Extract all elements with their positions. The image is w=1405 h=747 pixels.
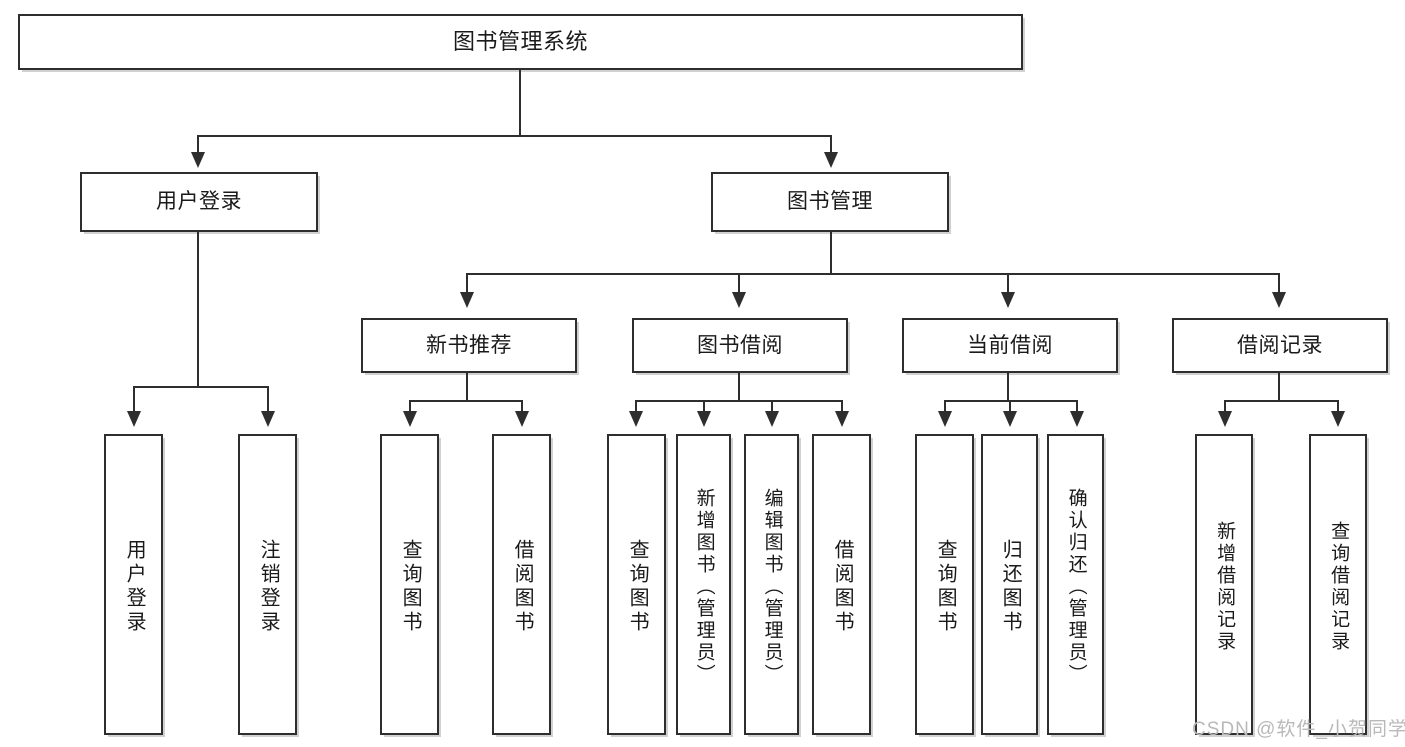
node-label: 图书借阅 xyxy=(697,333,783,357)
arrowhead-root-to-bookmgmt xyxy=(824,152,838,168)
node-label: 确认归还（管理员） xyxy=(1065,487,1087,686)
node-label: 查询图书 xyxy=(399,538,422,635)
node-label: 查询图书 xyxy=(626,538,649,635)
connector-record-leaf2 xyxy=(1337,400,1339,412)
connector-recommend-bus xyxy=(409,400,523,402)
connector-current-leaf3 xyxy=(1076,400,1078,412)
arrowhead-borrow-leaf4 xyxy=(835,411,849,427)
arrowhead-bookmgmt-borrow xyxy=(732,292,746,308)
leaf-record-query-record[interactable]: 查询借阅记录 xyxy=(1309,434,1367,735)
connector-recommend-leaf2 xyxy=(521,400,523,412)
leaf-borrow-borrow-book[interactable]: 借阅图书 xyxy=(812,434,871,735)
connector-root-to-login xyxy=(197,135,199,153)
connector-bookmgmt-to-current xyxy=(1007,273,1009,293)
leaf-borrow-query-book[interactable]: 查询图书 xyxy=(607,434,666,735)
leaf-current-confirm-return-admin[interactable]: 确认归还（管理员） xyxy=(1047,434,1104,735)
connector-root-stem xyxy=(519,70,521,136)
node-borrow-record[interactable]: 借阅记录 xyxy=(1172,318,1388,373)
arrowhead-borrow-leaf1 xyxy=(629,411,643,427)
leaf-current-return-book[interactable]: 归还图书 xyxy=(981,434,1038,735)
node-label: 用户登录 xyxy=(123,538,146,635)
connector-recommend-leaf1 xyxy=(409,400,411,412)
node-current-borrow[interactable]: 当前借阅 xyxy=(902,318,1118,373)
leaf-record-add-record[interactable]: 新增借阅记录 xyxy=(1195,434,1253,735)
node-label: 借阅图书 xyxy=(831,538,854,635)
connector-root-to-bookmgmt xyxy=(830,135,832,153)
connector-bookmgmt-to-borrow xyxy=(738,273,740,293)
leaf-current-query-book[interactable]: 查询图书 xyxy=(915,434,974,735)
node-label: 注销登录 xyxy=(257,538,280,635)
connector-record-stem xyxy=(1278,373,1280,401)
node-label: 用户登录 xyxy=(156,190,242,214)
arrowhead-root-to-login xyxy=(191,152,205,168)
connector-recommend-stem xyxy=(466,373,468,401)
connector-record-bus xyxy=(1224,400,1339,402)
arrowhead-borrow-leaf3 xyxy=(765,411,779,427)
node-new-book-recommend[interactable]: 新书推荐 xyxy=(361,318,577,373)
connector-borrow-stem xyxy=(738,373,740,401)
node-label: 当前借阅 xyxy=(967,333,1053,357)
arrowhead-current-leaf2 xyxy=(1003,411,1017,427)
node-root-system[interactable]: 图书管理系统 xyxy=(18,14,1023,70)
connector-bookmgmt-bus xyxy=(466,273,1278,275)
node-label: 查询借阅记录 xyxy=(1328,520,1350,653)
arrowhead-current-leaf1 xyxy=(938,411,952,427)
node-label: 查询图书 xyxy=(934,538,957,635)
node-label: 图书管理系统 xyxy=(452,28,588,54)
connector-borrow-leaf2 xyxy=(703,400,705,412)
connector-current-leaf1 xyxy=(944,400,946,412)
arrowhead-login-leaf2 xyxy=(261,411,275,427)
leaf-recommend-borrow-book[interactable]: 借阅图书 xyxy=(492,434,551,735)
connector-bookmgmt-stem xyxy=(830,232,832,274)
arrowhead-bookmgmt-record xyxy=(1272,292,1286,308)
arrowhead-login-leaf1 xyxy=(127,411,141,427)
arrowhead-current-leaf3 xyxy=(1070,411,1084,427)
connector-borrow-leaf3 xyxy=(771,400,773,412)
node-label: 编辑图书（管理员） xyxy=(761,487,783,686)
node-label: 新增图书（管理员） xyxy=(693,487,715,686)
connector-login-to-leaf2 xyxy=(267,386,269,412)
connector-record-leaf1 xyxy=(1224,400,1226,412)
arrowhead-bookmgmt-recommend xyxy=(460,292,474,308)
arrowhead-bookmgmt-current xyxy=(1001,292,1015,308)
connector-bookmgmt-to-recommend xyxy=(466,273,468,293)
connector-login-stem xyxy=(197,232,199,387)
arrowhead-record-leaf2 xyxy=(1331,411,1345,427)
connector-root-bus xyxy=(197,135,832,137)
connector-borrow-leaf1 xyxy=(635,400,637,412)
node-label: 借阅图书 xyxy=(511,538,534,635)
arrowhead-borrow-leaf2 xyxy=(697,411,711,427)
node-label: 借阅记录 xyxy=(1237,333,1323,357)
arrowhead-recommend-leaf1 xyxy=(403,411,417,427)
node-label: 新增借阅记录 xyxy=(1214,520,1236,653)
leaf-borrow-edit-book-admin[interactable]: 编辑图书（管理员） xyxy=(744,434,799,735)
node-label: 归还图书 xyxy=(999,538,1022,635)
leaf-user-login-logout[interactable]: 注销登录 xyxy=(238,434,297,735)
node-book-management[interactable]: 图书管理 xyxy=(711,172,949,232)
node-user-login[interactable]: 用户登录 xyxy=(80,172,318,232)
arrowhead-recommend-leaf2 xyxy=(515,411,529,427)
connector-borrow-bus xyxy=(635,400,843,402)
connector-login-to-leaf1 xyxy=(133,386,135,412)
node-label: 图书管理 xyxy=(787,190,873,214)
arrowhead-record-leaf1 xyxy=(1218,411,1232,427)
leaf-recommend-query-book[interactable]: 查询图书 xyxy=(380,434,439,735)
node-book-borrow[interactable]: 图书借阅 xyxy=(632,318,848,373)
connector-borrow-leaf4 xyxy=(841,400,843,412)
connector-bookmgmt-to-record xyxy=(1278,273,1280,293)
connector-current-stem xyxy=(1007,373,1009,401)
leaf-user-login-login[interactable]: 用户登录 xyxy=(104,434,163,735)
connector-login-bus xyxy=(133,386,267,388)
connector-current-leaf2 xyxy=(1009,400,1011,412)
node-label: 新书推荐 xyxy=(426,333,512,357)
leaf-borrow-add-book-admin[interactable]: 新增图书（管理员） xyxy=(676,434,731,735)
